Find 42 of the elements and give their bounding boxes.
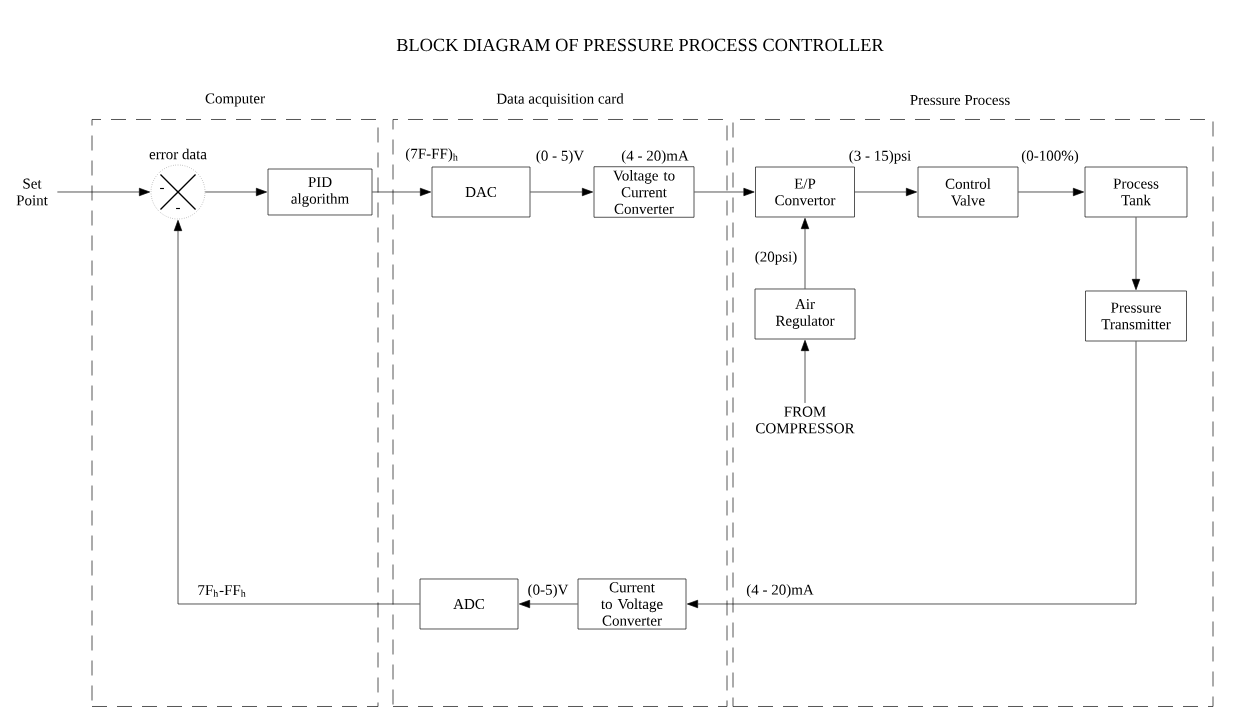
arrow [800,340,810,404]
process-box: ADC [419,578,519,630]
arrow [854,187,917,197]
arrow [519,599,578,609]
edge-label: (4 - 20)mA [619,148,691,166]
edge-label: (3 - 15)psi [847,148,913,166]
arrow [57,187,151,197]
process-box: Control Valve [917,166,1019,218]
node-text: Set Point [16,178,48,206]
arrow [800,218,810,289]
edge-label: (4 - 20)mA [744,582,816,600]
node-label: Pressure Process [910,95,1010,105]
arrow [1018,187,1084,197]
node-label: Computer [205,93,265,107]
arrow [205,187,268,197]
arrow [173,220,420,605]
summing-junction [150,164,206,220]
sign-label: - [160,187,164,190]
arrow [694,187,755,197]
process-box: E/P Convertor [755,166,855,218]
process-box: PID algorithm [267,168,373,216]
title: BLOCK DIAGRAM OF PRESSURE PROCESS CONTROLLER [396,38,884,52]
process-box: Voltage to Current Converter [593,166,695,218]
process-box: Pressure Transmitter [1085,290,1187,342]
node-text: FROM COMPRESSOR [756,406,855,434]
edge-label: (0-100%) [1019,148,1081,166]
edge-label: (20psi) [753,249,799,267]
sign-label: - [176,207,180,210]
process-box: Process Tank [1084,166,1188,218]
arrow [687,341,1137,609]
process-box: DAC [431,166,531,218]
arrow [372,187,431,197]
edge-label: (0 - 5)V [534,148,586,166]
edge-label: 7F$_{h}$-FF$_{h}$ [195,583,249,599]
process-box: Current to Voltage Converter [577,578,687,630]
process-box: Air Regulator [754,288,856,340]
node-label: Data acquisition card [496,93,624,107]
arrow [1131,217,1141,290]
edge-label: (0-5)V [525,582,571,600]
edge-label: (7F-FF)$_{h}$ [403,146,461,164]
arrow [530,187,593,197]
node-caption: error data [149,148,207,160]
